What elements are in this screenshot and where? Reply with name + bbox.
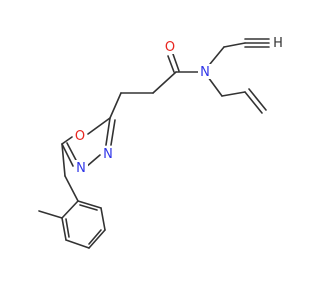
bond-allyl-double-1 bbox=[244, 91, 263, 114]
bond-carbonyl-double-1 bbox=[167, 55, 175, 73]
bond-allyl-double-2 bbox=[248, 88, 267, 111]
bond-ph-4-5 bbox=[88, 229, 106, 249]
bond-ph-5-6 bbox=[100, 207, 106, 231]
bond-ring-n-c2-double-2 bbox=[110, 119, 116, 146]
bond-allyl-ch2-ch bbox=[221, 91, 246, 97]
bond-ph-3-4 bbox=[65, 239, 90, 249]
bond-ch2-phenyl bbox=[64, 175, 79, 202]
atom-amide-nitrogen: N bbox=[200, 65, 210, 80]
bond-ring-c5-ch2 bbox=[61, 143, 66, 177]
bond-ph-inner-3 bbox=[79, 204, 98, 211]
bond-n-ch2-allyl bbox=[207, 76, 223, 97]
bond-carbonyl-ch2 bbox=[152, 71, 177, 94]
bond-n-ch2-propargyl bbox=[209, 46, 225, 65]
bond-ph-6-1 bbox=[77, 200, 102, 209]
atom-ring-oxygen: O bbox=[75, 129, 85, 144]
bond-ph-1-2 bbox=[61, 200, 79, 219]
bond-ph-methyl bbox=[38, 210, 63, 219]
atom-labels: O N O N N H bbox=[74, 36, 283, 176]
bond-ring-c2-o bbox=[87, 117, 111, 135]
atom-carbonyl-oxygen: O bbox=[165, 40, 175, 55]
bond-carbonyl-double-2 bbox=[172, 53, 180, 72]
bond-ph-inner-2 bbox=[88, 229, 102, 245]
atom-ring-nitrogen-lower: N bbox=[76, 161, 86, 176]
bond-ph-inner-1 bbox=[65, 218, 70, 238]
atom-ring-nitrogen-upper: N bbox=[103, 147, 113, 162]
bond-skeleton bbox=[38, 38, 270, 249]
bond-ring-c5-n-double-2 bbox=[66, 142, 78, 163]
bond-ring-n-c2-double-1 bbox=[105, 117, 111, 146]
bond-ch2-ring bbox=[109, 92, 122, 119]
bond-ch2-alkyne bbox=[223, 42, 246, 48]
bond-ph-2-3 bbox=[61, 217, 67, 241]
bond-ring-c5-n-double-1 bbox=[61, 143, 74, 167]
bond-ring-n-n bbox=[85, 154, 101, 168]
molecule-structure: O N O N N H bbox=[38, 36, 283, 249]
bond-ring-o-c5 bbox=[61, 136, 73, 145]
atom-alkyne-hydrogen: H bbox=[273, 36, 283, 51]
